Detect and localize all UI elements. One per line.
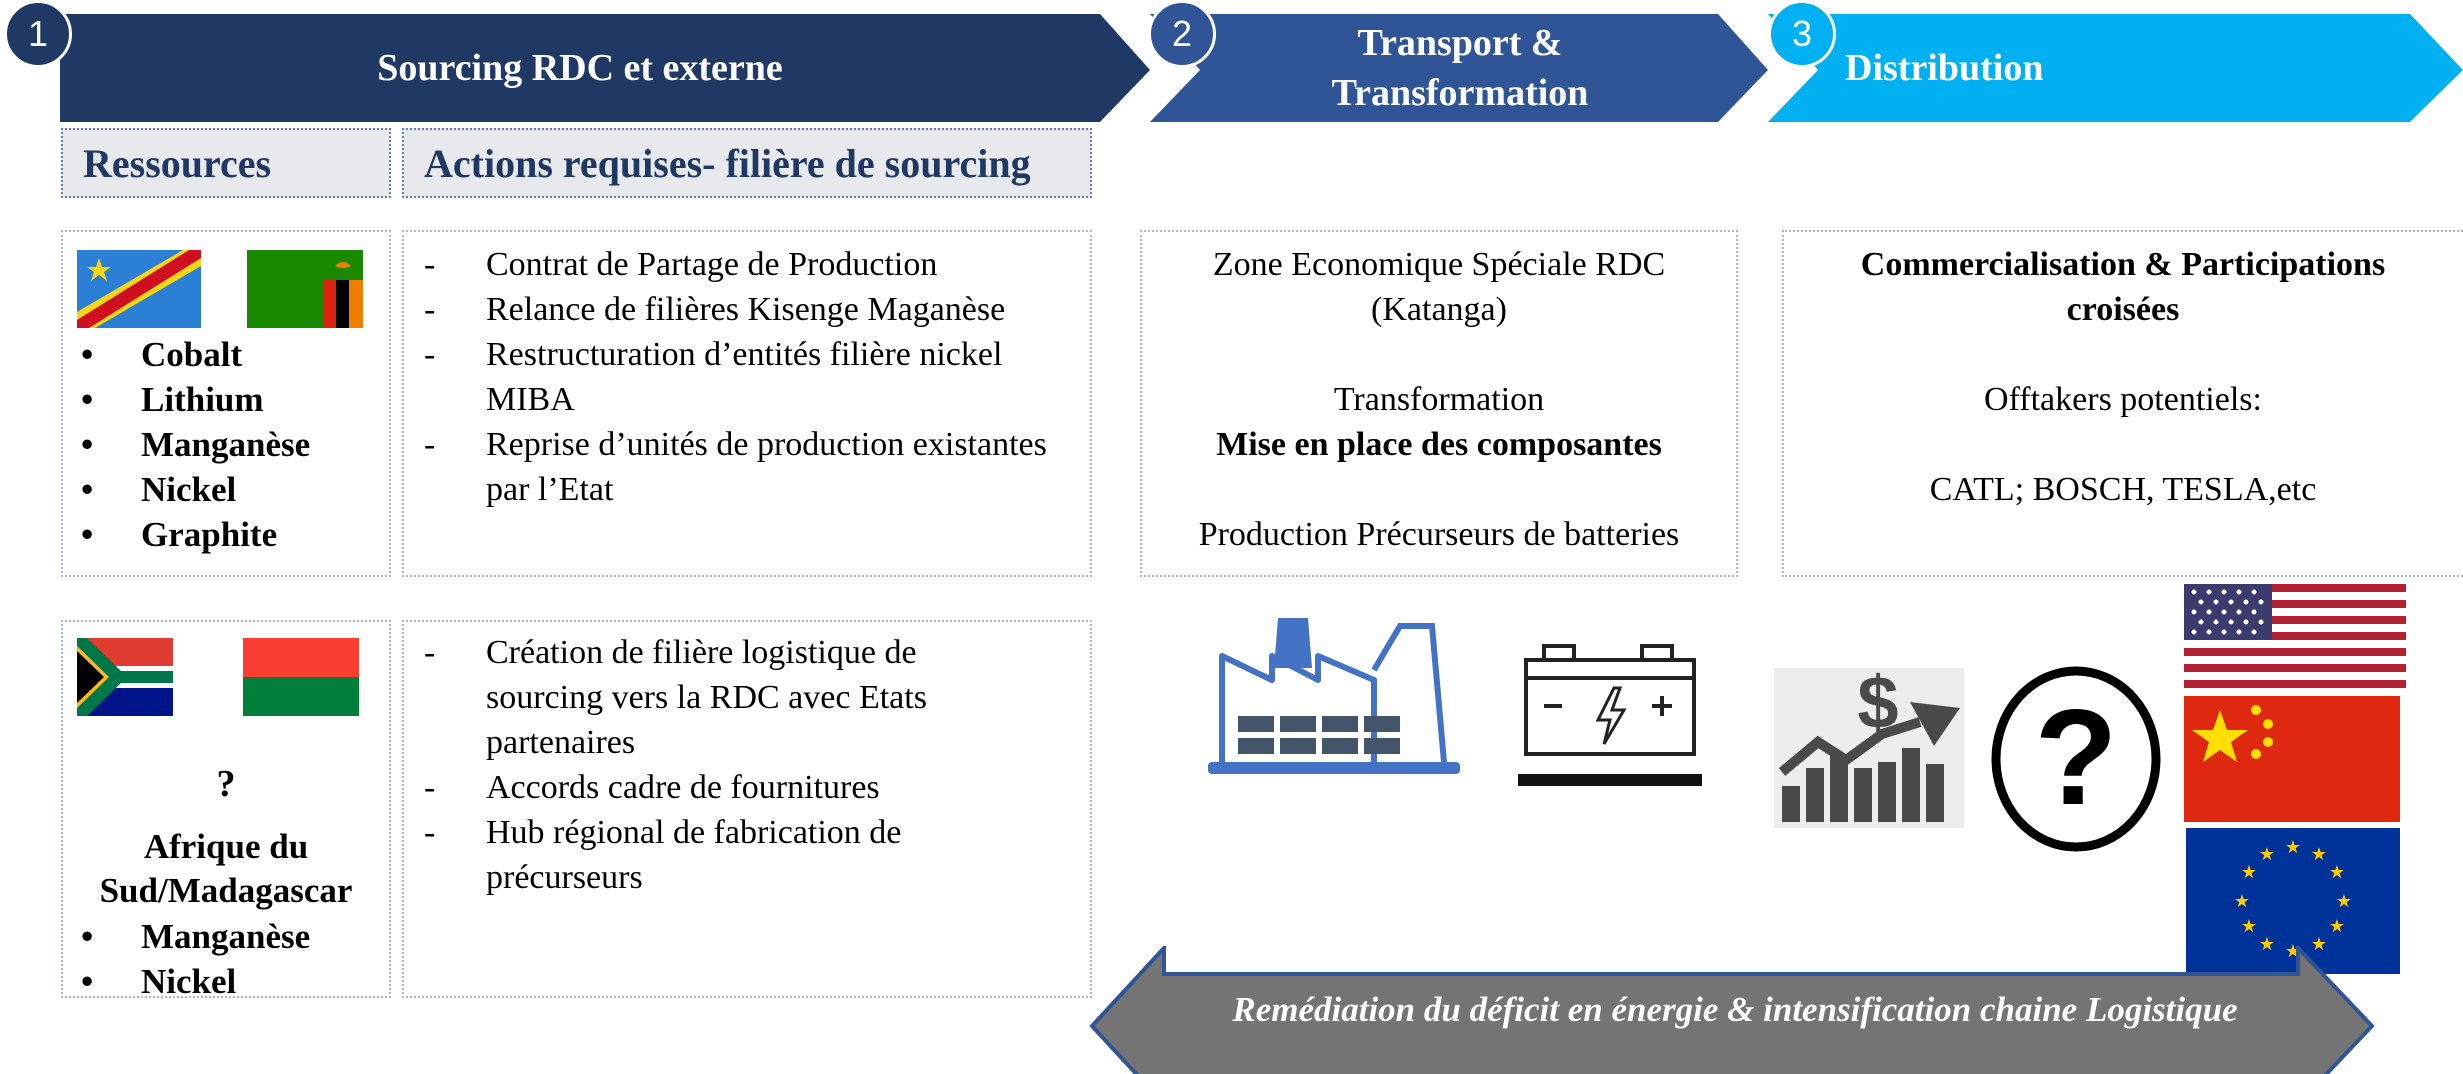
resource-item: Nickel (63, 467, 383, 512)
resource-item: Nickel (63, 959, 383, 1004)
distribution-title: Commercialisation & Participations crois… (1860, 246, 2386, 328)
remediation-arrow-text: Remédiation du déficit en énergie & inte… (1232, 990, 2238, 1029)
action-item: Création de filière logistique de sourci… (408, 630, 968, 765)
battery-icon (1518, 644, 1702, 786)
step2-number: 2 (1148, 0, 1216, 68)
svg-text:★: ★ (2241, 862, 2257, 883)
transport-zone: Zone Economique Spéciale RDC (1212, 246, 1666, 283)
flag-usa (2184, 584, 2406, 688)
action-item: Reprise d’unités de production existante… (408, 422, 1078, 512)
svg-text:★: ★ (2311, 934, 2327, 955)
unknown-resource-question: ? (216, 763, 236, 805)
transport-text: Zone Economique Spéciale RDC (Katanga) T… (1142, 242, 1736, 557)
svg-text:★: ★ (2259, 934, 2275, 955)
step1-number: 1 (4, 0, 72, 68)
row2-resource-list: Manganèse Nickel (63, 914, 383, 1004)
row2-resources-box: ? Afrique du Sud/Madagascar Manganèse Ni… (61, 620, 391, 1004)
flag-zambia (247, 250, 363, 328)
row2-actions-box: Création de filière logistique de sourci… (402, 620, 1092, 998)
svg-text:★: ★ (2329, 916, 2345, 937)
transport-components: Mise en place des composantes (1216, 426, 1662, 463)
transport-box: Zone Economique Spéciale RDC (Katanga) T… (1140, 230, 1738, 577)
row1-actions-box: Contrat de Partage de Production Relance… (402, 230, 1092, 577)
step3-title: Distribution (1845, 47, 2044, 89)
action-item: Accords cadre de fournitures (408, 765, 968, 810)
svg-text:★: ★ (2241, 916, 2257, 937)
remediation-arrow (1089, 946, 2375, 1074)
action-item: Restructuration d’entités filière nickel… (408, 332, 1078, 422)
step1-title: Sourcing RDC et externe (377, 47, 783, 89)
question-icon: ? (1991, 666, 2161, 852)
offtakers-label: Offtakers potentiels: (1984, 381, 2262, 418)
flag-drc (77, 250, 201, 328)
flag-south-africa (77, 638, 173, 716)
svg-text:★: ★ (2311, 844, 2327, 865)
transport-transformation: Transformation (1333, 381, 1545, 418)
step3-chevron (1768, 14, 2463, 122)
region-label: Afrique du Sud/Madagascar (99, 827, 353, 910)
row1-resources-box: Cobalt Lithium Manganèse Nickel Graphite (61, 230, 391, 577)
flag-madagascar (243, 638, 359, 716)
resource-item: Manganèse (63, 422, 383, 467)
step2-title-line1: Transport & (1357, 22, 1563, 64)
actions-header: Actions requises- filière de sourcing (402, 128, 1092, 198)
step2-title: Transport & Transformation (1200, 14, 1720, 122)
flag-eu: ★ ★ ★ ★ ★ ★ ★ ★ ★ ★ ★ ★ (2186, 828, 2400, 974)
action-item: Hub régional de fabrication de précurseu… (408, 810, 968, 900)
resource-item: Cobalt (63, 332, 383, 377)
transport-region: (Katanga) (1371, 291, 1507, 328)
step3-number: 3 (1768, 0, 1836, 68)
row1-resource-list: Cobalt Lithium Manganèse Nickel Graphite (63, 332, 383, 557)
svg-text:?: ? (2034, 681, 2117, 833)
svg-text:★: ★ (2336, 891, 2352, 912)
svg-text:★: ★ (2259, 844, 2275, 865)
step1-chevron (60, 14, 1150, 122)
distribution-box: Commercialisation & Participations crois… (1782, 230, 2463, 577)
flag-china (2184, 696, 2400, 822)
resource-item: Lithium (63, 377, 383, 422)
svg-text:★: ★ (2234, 891, 2250, 912)
step2-chevron (1150, 14, 1768, 122)
svg-text:★: ★ (2329, 862, 2345, 883)
offtakers-list: CATL; BOSCH, TESLA,etc (1929, 471, 2317, 508)
step-banner (60, 14, 2463, 122)
svg-text:$: $ (1857, 668, 1898, 744)
resource-item: Manganèse (63, 914, 383, 959)
step2-title-line2: Transformation (1331, 72, 1589, 114)
svg-text:★: ★ (2285, 837, 2301, 858)
row1-action-list: Contrat de Partage de Production Relance… (408, 242, 1078, 512)
transport-production: Production Précurseurs de batteries (1198, 516, 1680, 553)
resource-item: Graphite (63, 512, 383, 557)
action-item: Relance de filières Kisenge Maganèse (408, 287, 1078, 332)
growth-chart-icon: $ (1774, 668, 1964, 828)
action-item: Contrat de Partage de Production (408, 242, 1078, 287)
distribution-text: Commercialisation & Participations crois… (1784, 242, 2462, 512)
factory-icon (1208, 618, 1460, 774)
resources-header: Ressources (61, 128, 391, 198)
row2-action-list: Création de filière logistique de sourci… (408, 630, 968, 900)
